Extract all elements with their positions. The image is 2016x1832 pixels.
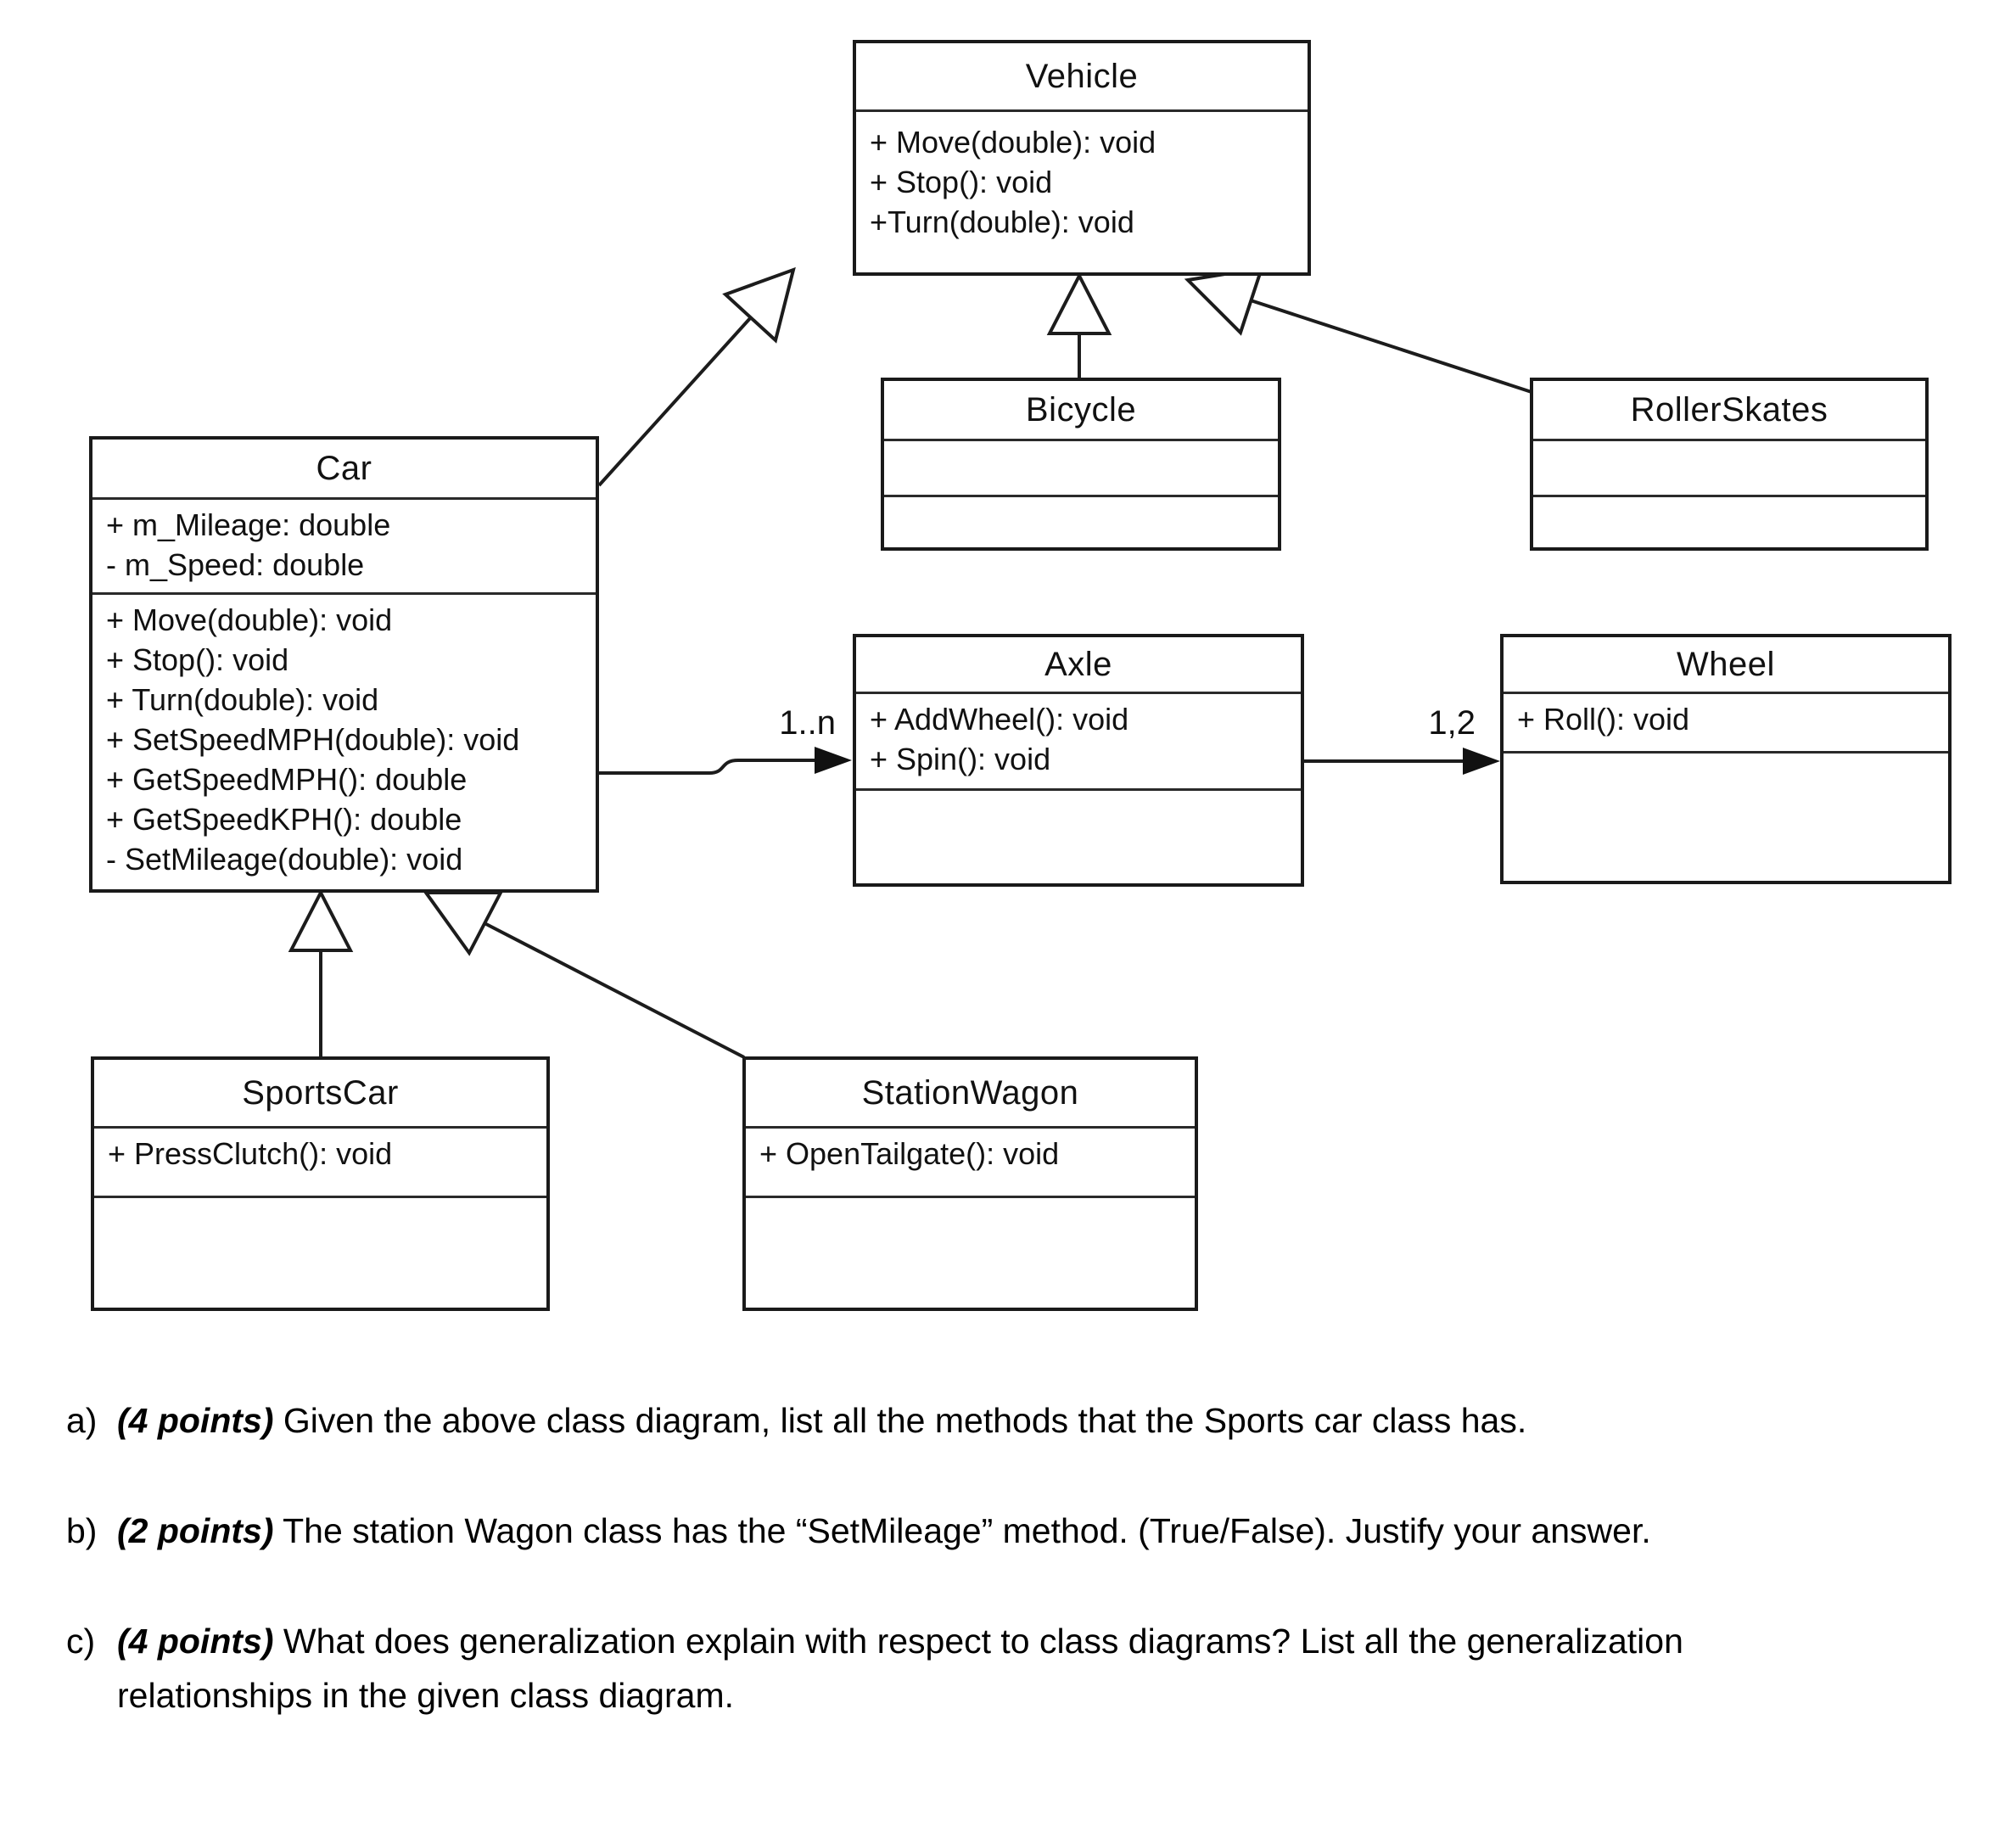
axle-methods-compartment: + AddWheel(): void + Spin(): void — [856, 692, 1301, 788]
class-box-bicycle: Bicycle — [881, 378, 1281, 551]
method-signature: +Turn(double): void — [870, 204, 1134, 239]
class-box-wheel: Wheel + Roll(): void — [1500, 634, 1952, 884]
question-b-text: The station Wagon class has the “SetMile… — [283, 1511, 1651, 1550]
class-title-bicycle: Bicycle — [1025, 390, 1137, 429]
method-signature: + SetSpeedMPH(double): void — [106, 722, 520, 757]
multiplicity-label-car-axle: 1..n — [779, 704, 836, 742]
stationwagon-empty-compartment — [746, 1196, 1195, 1308]
association-car-axle — [599, 747, 852, 775]
axle-empty-compartment — [856, 788, 1301, 883]
generalization-sportscar-car — [288, 888, 354, 1057]
class-title-rollerskates: RollerSkates — [1630, 390, 1828, 429]
vehicle-methods-compartment: + Move(double): void + Stop(): void +Tur… — [856, 109, 1308, 272]
question-c-points: (4 points) — [117, 1622, 274, 1661]
generalization-rollerskates-vehicle — [1184, 266, 1532, 394]
class-title-axle: Axle — [1044, 645, 1112, 683]
method-signature: + Roll(): void — [1517, 702, 1690, 737]
generalization-bicycle-vehicle — [1046, 272, 1112, 379]
questions-block: a) (4 points) Given the above class diag… — [66, 1393, 1967, 1779]
rollerskates-attributes-compartment — [1533, 439, 1925, 495]
method-signature: + OpenTailgate(): void — [759, 1136, 1060, 1171]
question-c: c) (4 points) What does generalization e… — [66, 1614, 1967, 1723]
question-a-points: (4 points) — [117, 1401, 274, 1440]
association-axle-wheel — [1304, 748, 1500, 775]
class-box-sportscar: SportsCar + PressClutch(): void — [91, 1056, 550, 1311]
class-title-vehicle: Vehicle — [1025, 57, 1139, 95]
question-b: b) (2 points) The station Wagon class ha… — [66, 1504, 1967, 1558]
bicycle-attributes-compartment — [884, 439, 1278, 495]
question-b-label: b) — [66, 1511, 98, 1550]
attribute-signature: + m_Mileage: double — [106, 507, 391, 542]
method-signature: + Spin(): void — [870, 742, 1051, 776]
bicycle-methods-compartment — [884, 495, 1278, 547]
method-signature: + Turn(double): void — [106, 682, 379, 717]
sportscar-methods-compartment: + PressClutch(): void — [94, 1126, 546, 1196]
question-a: a) (4 points) Given the above class diag… — [66, 1393, 1967, 1448]
method-signature: + GetSpeedKPH(): double — [106, 802, 462, 837]
class-title-car: Car — [316, 449, 372, 487]
stationwagon-methods-compartment: + OpenTailgate(): void — [746, 1126, 1195, 1196]
question-a-text: Given the above class diagram, list all … — [283, 1401, 1527, 1440]
generalization-stationwagon-car — [423, 891, 745, 1059]
rollerskates-methods-compartment — [1533, 495, 1925, 547]
attribute-signature: - m_Speed: double — [106, 547, 365, 582]
method-signature: + Move(double): void — [870, 125, 1156, 160]
class-box-vehicle: Vehicle + Move(double): void + Stop(): v… — [853, 40, 1311, 276]
class-title-sportscar: SportsCar — [242, 1073, 399, 1112]
class-box-car: Car + m_Mileage: double - m_Speed: doubl… — [89, 436, 599, 893]
method-signature: + AddWheel(): void — [870, 702, 1129, 737]
question-b-points: (2 points) — [117, 1511, 274, 1550]
car-methods-compartment: + Move(double): void + Stop(): void + Tu… — [92, 592, 596, 889]
question-c-text: What does generalization explain with re… — [117, 1622, 1683, 1715]
class-title-wheel: Wheel — [1677, 645, 1775, 683]
class-box-axle: Axle + AddWheel(): void + Spin(): void — [853, 634, 1304, 887]
generalization-car-vehicle — [597, 266, 796, 487]
method-signature: + GetSpeedMPH(): double — [106, 762, 468, 797]
method-signature: + Move(double): void — [106, 602, 393, 637]
question-c-label: c) — [66, 1622, 96, 1661]
class-box-rollerskates: RollerSkates — [1530, 378, 1929, 551]
method-signature: + Stop(): void — [106, 642, 289, 677]
method-signature: - SetMileage(double): void — [106, 842, 463, 877]
class-box-stationwagon: StationWagon + OpenTailgate(): void — [742, 1056, 1198, 1311]
car-attributes-compartment: + m_Mileage: double - m_Speed: double — [92, 497, 596, 592]
class-title-stationwagon: StationWagon — [861, 1073, 1079, 1112]
multiplicity-label-axle-wheel: 1,2 — [1428, 704, 1476, 742]
sportscar-empty-compartment — [94, 1196, 546, 1308]
question-a-label: a) — [66, 1401, 98, 1440]
method-signature: + PressClutch(): void — [108, 1136, 393, 1171]
wheel-methods-compartment: + Roll(): void — [1504, 692, 1948, 751]
wheel-empty-compartment — [1504, 751, 1948, 881]
method-signature: + Stop(): void — [870, 165, 1053, 199]
